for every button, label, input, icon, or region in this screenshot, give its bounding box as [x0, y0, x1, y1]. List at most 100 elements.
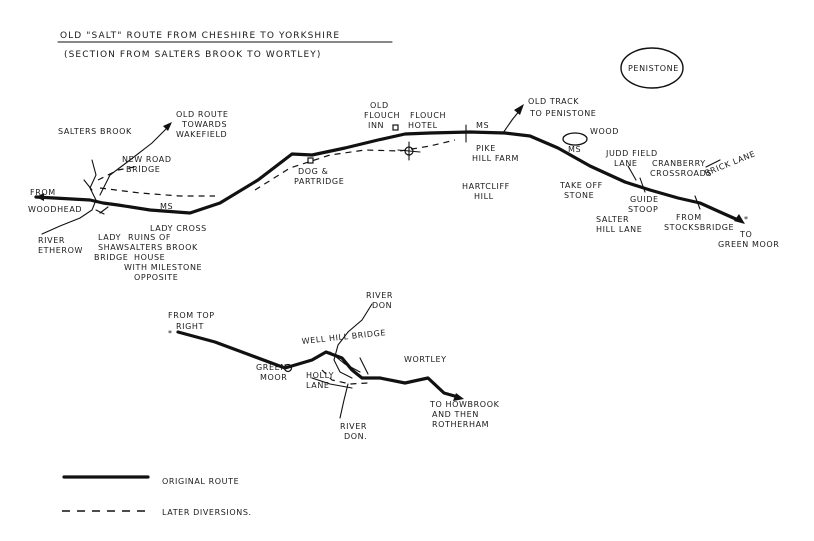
label-hartcliff-2: HILL: [474, 192, 494, 201]
label-lane: LANE: [306, 381, 330, 390]
label-flouch-hotel-2: HOTEL: [408, 121, 438, 130]
dog-partridge-marker: [307, 157, 314, 164]
label-ruins-3: HOUSE: [134, 253, 165, 262]
legend: ORIGINAL ROUTE LATER DIVERSIONS.: [62, 475, 252, 517]
arrow-to-green-moor: [734, 214, 745, 224]
river-don: [333, 303, 373, 419]
star-marker-top: *: [744, 215, 749, 224]
arrow-wakefield: [163, 122, 172, 131]
label-stocksbridge: STOCKSBRIDGE: [664, 223, 734, 232]
label-woodhead: WOODHEAD: [28, 205, 82, 214]
salters-brook-marker: [83, 179, 109, 215]
label-green: GREEN: [256, 363, 287, 372]
label-pike: PIKE: [476, 144, 496, 153]
map-title: OLD "SALT" ROUTE FROM CHESHIRE TO YORKSH…: [60, 31, 340, 41]
label-judd: JUDD FIELD: [605, 149, 658, 158]
label-river-don-top: RIVER: [366, 291, 393, 300]
arrow-to-howbrook: [453, 393, 464, 401]
label-rotherham: ROTHERHAM: [432, 420, 489, 429]
river-etherow: [41, 159, 97, 235]
later-diversion-upper-2: [97, 165, 141, 181]
original-route-lower: [176, 330, 460, 399]
arrow-from-woodhead: [36, 193, 44, 201]
label-lady-cross: LADY CROSS: [150, 224, 207, 233]
label-old-flouch-2: FLOUCH: [364, 111, 400, 120]
label-judd-2: LANE: [614, 159, 638, 168]
label-to: TO: [739, 230, 752, 239]
label-flouch-hotel: FLOUCH: [410, 111, 446, 120]
label-don-top: DON: [372, 301, 392, 310]
label-old-track-2: TO PENISTONE: [529, 109, 596, 118]
label-guide-2: STOOP: [628, 205, 658, 214]
label-brick-lane: BRICK LANE: [703, 149, 756, 178]
label-etherow: ETHEROW: [38, 246, 83, 255]
label-take-off-2: STONE: [564, 191, 594, 200]
label-from-top: FROM TOP: [168, 311, 215, 320]
label-howbrook: TO HOWBROOK: [429, 400, 500, 409]
label-old-flouch-3: INN: [368, 121, 384, 130]
label-wood: WOOD: [590, 127, 619, 136]
label-old-route-3: WAKEFIELD: [176, 130, 227, 139]
label-salters-brook: SALTERS BROOK: [58, 127, 132, 136]
label-holly: HOLLY: [306, 371, 334, 380]
judd-field-pointer: [627, 165, 637, 181]
green-moor-marker: [283, 363, 293, 373]
label-right: RIGHT: [176, 322, 204, 331]
river-don-banks: [311, 351, 361, 389]
label-well-hill: WELL HILL BRIDGE: [301, 328, 386, 346]
brick-lane-tick: [694, 195, 701, 210]
label-take-off: TAKE OFF: [559, 181, 603, 190]
holly-lane-tick: [359, 357, 369, 375]
later-diversion-upper-1: [99, 187, 215, 197]
label-ruins-2: SALTERS BROOK: [124, 243, 198, 252]
label-ms-2: MS: [476, 121, 489, 130]
label-cranberry-2: CROSSROADS: [650, 169, 712, 178]
label-old-route: OLD ROUTE: [176, 110, 229, 119]
label-shaw: SHAW: [98, 243, 124, 252]
label-and-then: AND THEN: [432, 410, 479, 419]
take-off-stone-tick: [639, 177, 646, 193]
later-diversion-upper-3: [254, 139, 456, 191]
label-wortley: WORTLEY: [404, 355, 447, 364]
label-ruins-4: WITH MILESTONE: [124, 263, 202, 272]
star-marker-bottom: *: [168, 329, 173, 338]
original-route-upper: [34, 130, 740, 222]
legend-later: LATER DIVERSIONS.: [162, 508, 252, 517]
label-bridge: BRIDGE: [94, 253, 128, 262]
penistone-circle: [620, 47, 684, 89]
label-old-flouch: OLD: [370, 101, 389, 110]
label-pike-2: HILL FARM: [472, 154, 519, 163]
label-lady: LADY: [98, 233, 121, 242]
old-flouch-inn-marker: [392, 124, 399, 131]
label-ruins: RUINS OF: [128, 233, 171, 242]
old-route-wakefield: [99, 124, 171, 196]
label-partridge: PARTRIDGE: [294, 177, 344, 186]
label-dog: DOG &: [298, 167, 328, 176]
label-don-bot: DON.: [344, 432, 367, 441]
old-track-penistone: [502, 109, 521, 134]
flouch-crossroad-h: [397, 149, 421, 153]
label-ms-3: MS: [568, 145, 581, 154]
label-river: RIVER: [38, 236, 65, 245]
label-guide: GUIDE: [630, 195, 659, 204]
arrow-old-track: [514, 104, 524, 115]
legend-original: ORIGINAL ROUTE: [162, 477, 239, 486]
brick-lane-pointer: [705, 159, 721, 168]
label-old-track: OLD TRACK: [528, 97, 579, 106]
wood-symbol: [562, 132, 588, 146]
label-ruins-5: OPPOSITE: [134, 273, 178, 282]
label-salter-hill: SALTER: [596, 215, 629, 224]
label-ms-1: MS: [160, 202, 173, 211]
label-old-route-2: TOWARDS: [181, 120, 227, 129]
label-new-road: NEW ROAD: [122, 155, 172, 164]
label-moor: MOOR: [260, 373, 287, 382]
later-diversion-lower: [321, 369, 369, 385]
label-green-moor-top: GREEN MOOR: [718, 240, 779, 249]
map-subtitle: (SECTION FROM SALTERS BROOK TO WORTLEY): [64, 50, 321, 60]
label-cranberry: CRANBERRY: [652, 159, 706, 168]
label-from-stocks: FROM: [676, 213, 702, 222]
label-penistone: PENISTONE: [628, 64, 679, 73]
label-from: FROM: [30, 188, 56, 197]
